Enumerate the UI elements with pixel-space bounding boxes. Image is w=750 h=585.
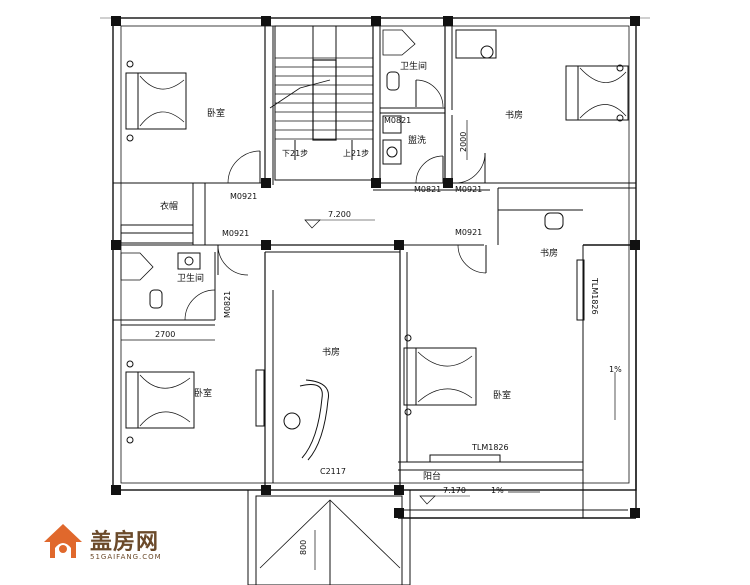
window-tlm-horizontal: TLM1826	[472, 443, 509, 452]
slope-balcony: 1%	[491, 486, 504, 495]
logo-site: 51GAIFANG.COM	[90, 553, 162, 561]
room-bath-west: 卫生间	[177, 274, 205, 284]
room-bedroom-nw: 卧室	[207, 109, 226, 119]
window-tlm-vertical: TLM1826	[590, 278, 599, 315]
room-bath-top: 卫生间	[400, 62, 428, 72]
room-study-center: 书房	[322, 348, 341, 358]
slope-east: 1%	[609, 365, 622, 374]
dim-2700: 2700	[155, 330, 176, 339]
door-label-5: M0821	[414, 185, 442, 194]
room-study-east: 书房	[540, 249, 559, 259]
door-label-2: M0921	[222, 229, 250, 238]
door-label-4: M0821	[384, 116, 412, 125]
door-label-6: M0821	[223, 290, 232, 318]
level-hall: 7.200	[328, 210, 351, 219]
stair-down-label: 下21步	[282, 149, 309, 158]
dim-2000: 2000	[459, 131, 468, 152]
door-label-7: M0921	[455, 228, 483, 237]
room-balcony: 阳台	[423, 472, 442, 482]
door-label-1: M0921	[230, 192, 258, 201]
dim-800: 800	[299, 539, 308, 555]
room-bedroom-sw: 卧室	[194, 389, 213, 399]
stair-up-label: 上21步	[343, 149, 370, 158]
house-logo-icon	[44, 524, 82, 558]
window-c2117: C2117	[320, 467, 346, 476]
logo-name: 盖房网	[90, 530, 160, 555]
room-bedroom-center: 卧室	[493, 391, 512, 401]
site-logo: 盖房网 51GAIFANG.COM	[40, 520, 200, 568]
level-balcony: 7.170	[443, 486, 466, 495]
room-washroom: 盥洗	[408, 136, 427, 146]
door-label-3: M0921	[455, 185, 483, 194]
room-closet: 衣帽	[160, 202, 179, 212]
room-ne: 书房	[505, 111, 524, 121]
